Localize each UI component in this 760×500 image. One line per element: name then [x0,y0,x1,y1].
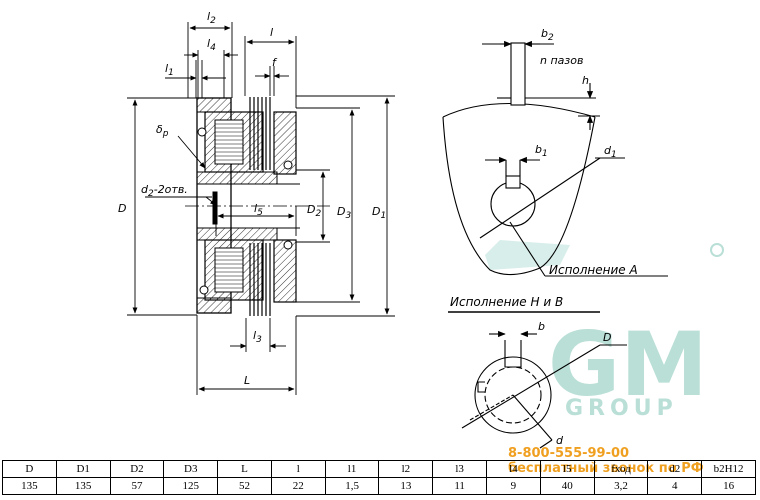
cell-fhod: 3,2 [593,477,649,495]
label-l: l [270,26,273,39]
labels-variant-a: b2 n пазов h b1 d1 Исполнение А [535,27,638,277]
label-D: D [118,202,126,215]
cell-l4: 9 [486,477,541,495]
header-D3: D3 [163,460,219,478]
cell-D3: 125 [163,477,219,495]
header-b2h12: b2H12 [701,460,756,478]
header-D: D [2,460,57,478]
clutch-technical-drawing: GM GROUP [118,10,724,449]
watermark-letters: GM [548,313,708,416]
label-variant-a: Исполнение А [549,263,638,277]
cell-D2: 57 [109,477,165,495]
label-L: L [244,374,250,387]
header-l1: l1 [324,460,380,478]
label-b: b [538,320,545,333]
cell-D: 135 [2,477,57,495]
label-f: f [272,56,278,69]
cell-D1: 135 [55,477,111,495]
labels-variant-nv: Исполнение Н и В b D d [450,295,611,447]
labels-left: l2 l4 l1 l f δp d2-2отв. l5 D D2 D3 D1 l… [118,10,386,387]
label-h: h [582,74,589,87]
label-l2: l2 [207,10,216,26]
cell-l2: 13 [378,477,434,495]
header-fhod: fход [593,460,649,478]
variant-a-view [442,40,668,277]
table-row: 135 135 57 125 52 22 1,5 13 11 9 40 3,2 … [2,477,756,495]
cell-d2: 4 [647,477,703,495]
header-d2: d2 [647,460,703,478]
header-l3: l3 [432,460,488,478]
label-b2: b2 [541,27,554,43]
header-D2: D2 [109,460,165,478]
table-header-row: D D1 D2 D3 L l l1 l2 l3 l4 l5 fход d2 b2… [2,460,756,478]
label-D-right: D [603,331,611,344]
cell-L: 52 [217,477,272,495]
label-l5: l5 [254,202,263,218]
cell-b2h12: 16 [701,477,756,495]
header-l: l [270,460,326,478]
label-n-slots: n пазов [540,54,583,67]
label-D1: D1 [372,205,386,221]
label-d2-2otv: d2-2отв. [141,183,188,199]
cell-l3: 11 [432,477,488,495]
label-D3: D3 [337,205,351,221]
dimension-lines-left [127,22,395,395]
clutch-section-view [185,97,330,316]
label-delta-p: δp [156,123,169,139]
specs-table: D D1 D2 D3 L l l1 l2 l3 l4 l5 fход d2 b2… [2,460,756,495]
label-variant-nv: Исполнение Н и В [450,295,563,309]
label-d1: d1 [604,144,617,160]
label-l4: l4 [207,37,216,53]
header-D1: D1 [55,460,111,478]
label-b1: b1 [535,143,548,159]
variant-nv-view [448,311,627,449]
label-D2: D2 [307,203,321,219]
watermark-group: GROUP [565,396,678,421]
label-l1: l1 [165,62,174,78]
cell-l5: 40 [539,477,595,495]
label-l3: l3 [253,329,262,345]
watermark-logo: GM GROUP [485,240,724,421]
phone-number: 8-800-555-99-00 [508,446,630,461]
header-l2: l2 [378,460,434,478]
header-l5: l5 [539,460,595,478]
label-d: d [556,434,564,447]
header-l4: l4 [486,460,541,478]
cell-l1: 1,5 [324,477,380,495]
header-L: L [217,460,272,478]
cell-l: 22 [270,477,326,495]
